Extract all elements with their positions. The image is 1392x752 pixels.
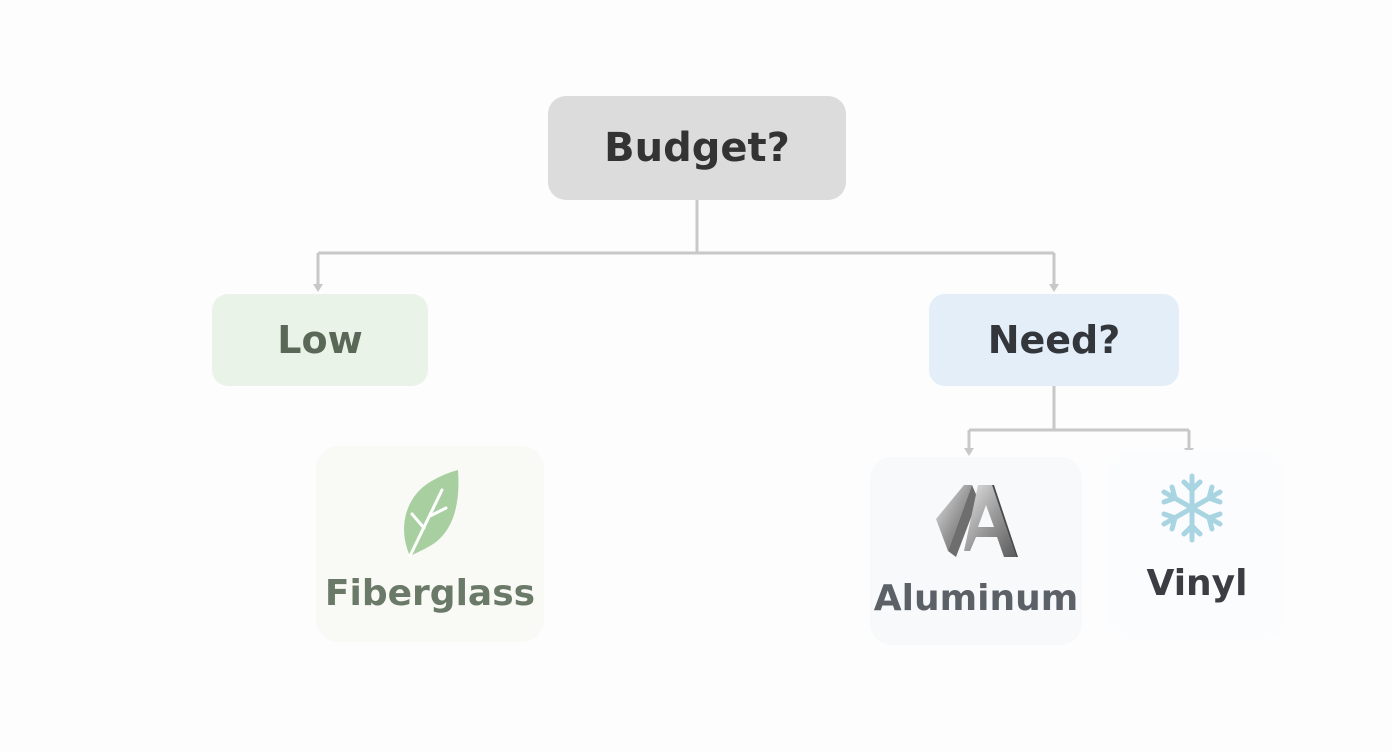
snowflake-icon <box>1161 473 1223 543</box>
budget-node-label: Budget? <box>604 125 790 171</box>
aluminum-label: Aluminum <box>873 578 1079 619</box>
need-node-label: Need? <box>987 318 1121 362</box>
fiberglass-card: Fiberglass <box>316 446 544 642</box>
vinyl-label: Vinyl <box>1146 563 1248 604</box>
arrowhead-need <box>1049 284 1059 292</box>
low-node: Low <box>212 294 428 386</box>
aluminum-a-logo-icon <box>936 485 1018 557</box>
aluminum-card: Aluminum <box>870 457 1082 645</box>
arrowhead-aluminum <box>964 448 974 456</box>
leaf-icon <box>404 470 459 558</box>
fiberglass-label: Fiberglass <box>324 573 536 614</box>
vinyl-card: Vinyl <box>1110 450 1284 640</box>
budget-node: Budget? <box>548 96 846 200</box>
low-node-label: Low <box>277 318 363 362</box>
need-node: Need? <box>929 294 1179 386</box>
arrowhead-low <box>313 284 323 292</box>
